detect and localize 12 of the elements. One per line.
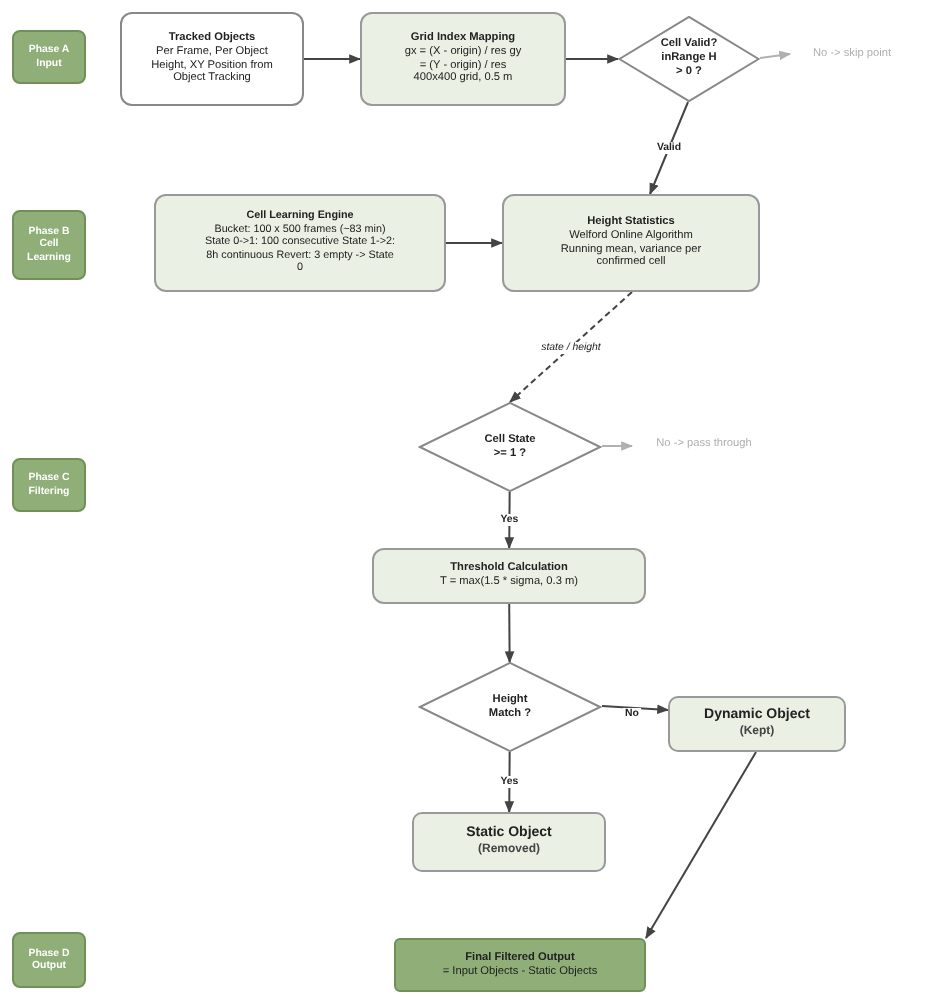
output-box <box>394 938 646 992</box>
result-box <box>668 696 846 752</box>
phase-label-box <box>12 458 86 512</box>
process-box <box>360 12 566 106</box>
process-box <box>120 12 304 106</box>
process-box <box>502 194 760 292</box>
process-box <box>154 194 446 292</box>
process-box <box>372 548 646 604</box>
phase-label-box <box>12 932 86 988</box>
phase-label-box <box>12 210 86 280</box>
result-box <box>412 812 606 872</box>
phase-label-box <box>12 30 86 84</box>
